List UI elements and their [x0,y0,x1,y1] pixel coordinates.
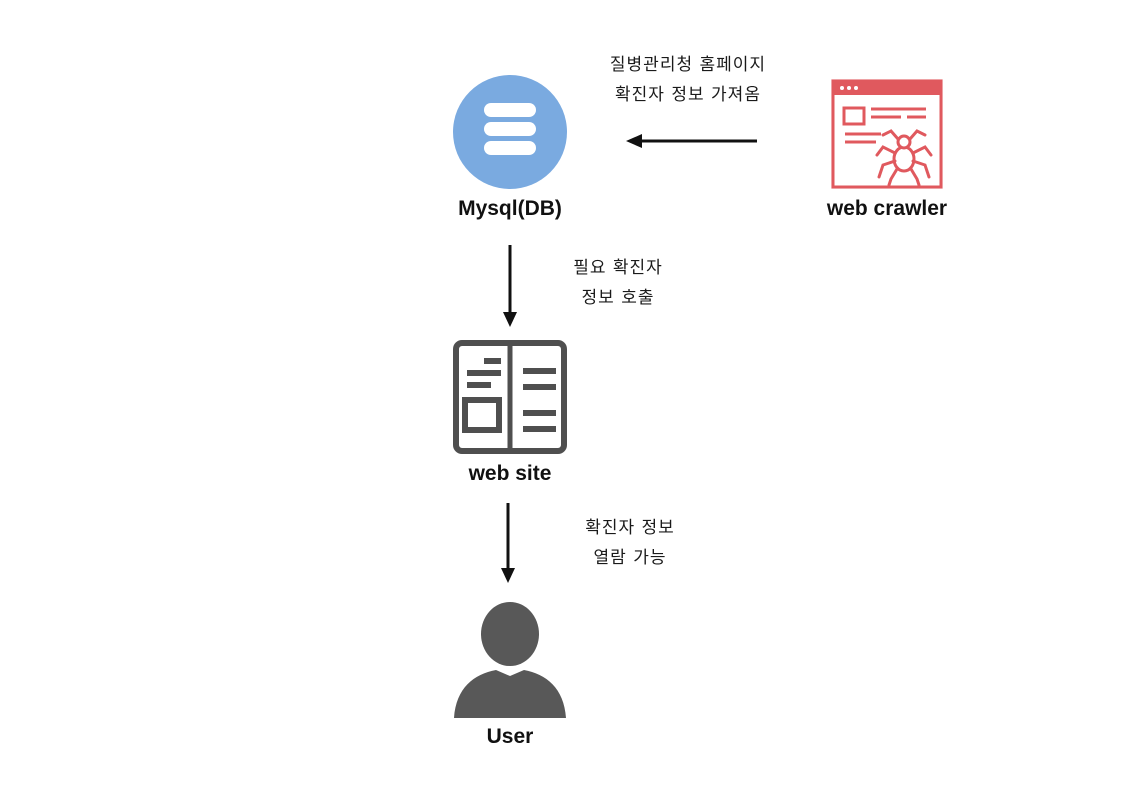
db-label: Mysql(DB) [458,197,562,220]
user-icon [452,602,568,718]
db-to-website-caption: 필요 확진자 정보 호출 [548,253,688,313]
db-website-caption-line2: 정보 호출 [581,288,655,308]
arrow-crawler-to-db [626,131,758,151]
db-website-caption-line1: 필요 확진자 [573,258,663,278]
spider-webpage-icon [831,79,943,189]
arrow-website-to-user [498,502,518,584]
arrow-db-to-website [500,244,520,328]
website-to-user-caption: 확진자 정보 열람 가능 [560,513,700,573]
website-user-caption-line1: 확진자 정보 [585,518,675,538]
user-label: User [486,725,534,748]
website-user-caption-line2: 열람 가능 [593,548,667,568]
website-label: web site [468,462,552,485]
webpage-layout-icon [453,340,567,454]
crawler-caption-line2: 확진자 정보 가져옴 [615,85,761,105]
crawler-to-db-caption: 질병관리청 홈페이지 확진자 정보 가져옴 [570,50,806,110]
database-icon [453,75,567,189]
crawler-label: web crawler [826,197,948,220]
crawler-caption-line1: 질병관리청 홈페이지 [609,55,767,75]
